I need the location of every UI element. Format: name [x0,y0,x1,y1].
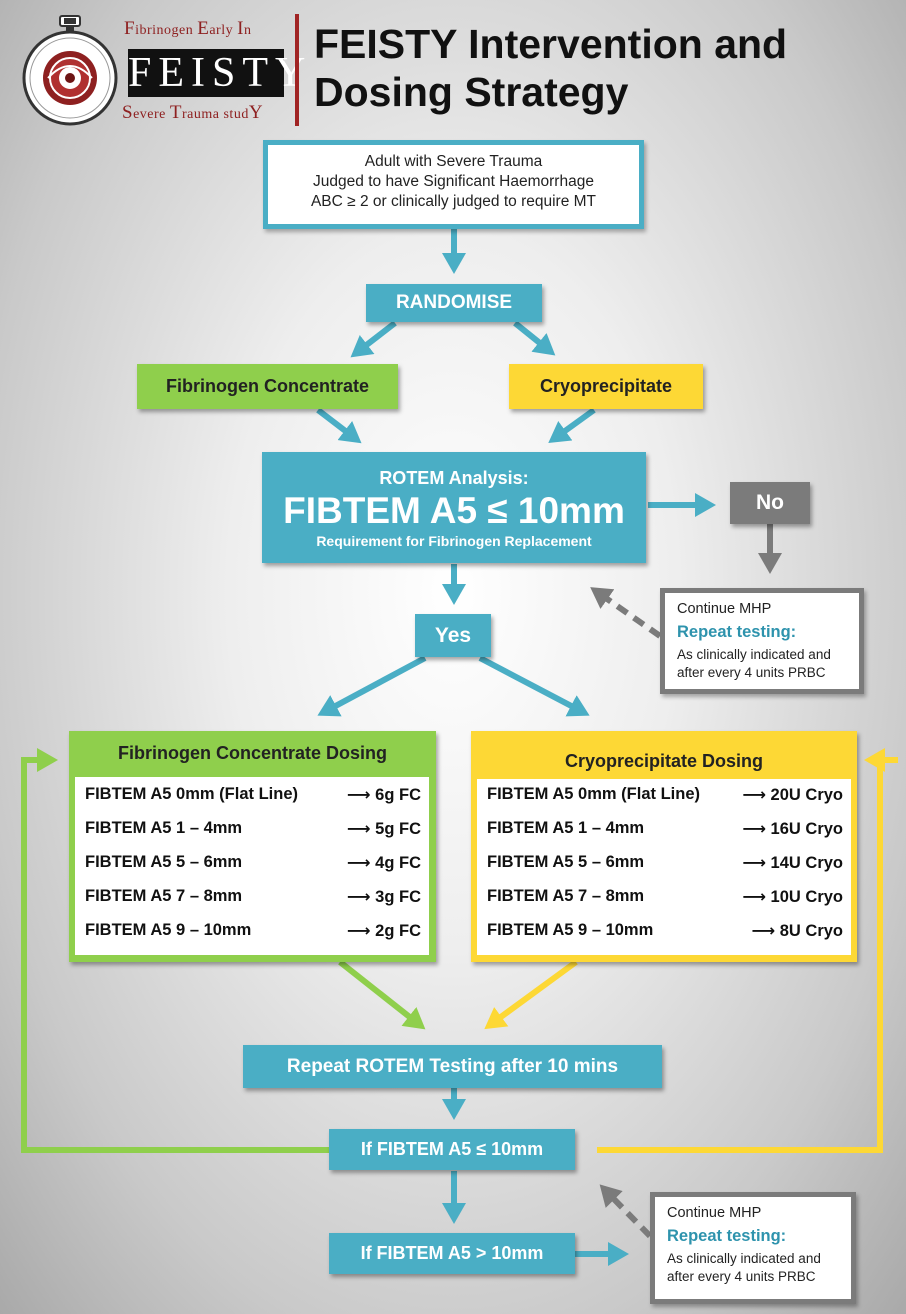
mhp-indication: As clinically indicated and after every 4… [677,646,859,682]
dose-row: FIBTEM A5 1 – 4mm ⟶ 16U Cryo [477,813,851,846]
if-fibtem-gt-10-box: If FIBTEM A5 > 10mm [329,1233,575,1274]
dose-row: FIBTEM A5 1 – 4mm ⟶ 5g FC [75,813,429,846]
logo-cap: E [197,18,210,39]
dose-range: FIBTEM A5 1 – 4mm [487,819,645,837]
dose-range: FIBTEM A5 7 – 8mm [487,887,645,905]
arrow-mhp2-back [599,1184,653,1239]
start-box: Adult with Severe Trauma Judged to have … [263,140,644,229]
dose-range: FIBTEM A5 5 – 6mm [487,853,645,871]
dose-row: FIBTEM A5 9 – 10mm ⟶ 8U Cryo [477,915,851,948]
logo-cap: F [124,18,136,39]
dose-row: FIBTEM A5 9 – 10mm ⟶ 2g FC [75,915,429,948]
logo-cap: T [169,102,182,123]
start-line-1: Adult with Severe Trauma [364,153,543,170]
dose-amount: ⟶ 16U Cryo [742,820,843,838]
feisty-logo: Fibrinogen Early In FEISTY Severe Trauma… [118,14,313,126]
rotem-heading: ROTEM Analysis: [379,468,529,488]
mhp-indication-line-1: As clinically indicated and [667,1251,821,1266]
dose-range: FIBTEM A5 5 – 6mm [85,853,243,871]
fc-dosing-title: Fibrinogen Concentrate Dosing [117,742,387,763]
mhp-continue: Continue MHP [677,601,772,617]
dose-row: FIBTEM A5 7 – 8mm ⟶ 3g FC [75,881,429,914]
logo-text: evere [133,107,170,122]
arrow-randomise-to-cryo [513,320,556,356]
title-line-1: FEISTY Intervention and [314,21,788,67]
dose-range: FIBTEM A5 9 – 10mm [487,921,654,939]
arrow-cryo-to-rotem [548,407,596,444]
repeat-rotem-box: Repeat ROTEM Testing after 10 mins [243,1045,662,1088]
continue-mhp-box-1: Continue MHP Repeat testing: As clinical… [660,588,864,694]
fc-dosing-box: Fibrinogen Concentrate Dosing FIBTEM A5 … [69,731,436,962]
dose-amount: ⟶ 10U Cryo [742,888,843,906]
dose-range: FIBTEM A5 9 – 10mm [85,921,252,939]
dose-row: FIBTEM A5 0mm (Flat Line) ⟶ 20U Cryo [477,779,851,812]
logo-line-fibrinogen-early-in: Fibrinogen Early In [124,18,251,40]
dose-range: FIBTEM A5 1 – 4mm [85,819,243,837]
cryo-dosing-box: Cryoprecipitate Dosing FIBTEM A5 0mm (Fl… [471,731,857,962]
continue-mhp-box-2: Continue MHP Repeat testing: As clinical… [650,1192,856,1304]
dose-amount: ⟶ 8U Cryo [751,922,843,940]
logo-cap: Y [248,102,264,123]
cryo-dosing-table: FIBTEM A5 0mm (Flat Line) ⟶ 20U Cryo FIBT… [477,779,851,955]
title-divider [295,14,299,126]
logo-text: n [243,23,252,38]
dose-range: FIBTEM A5 7 – 8mm [85,887,243,905]
dose-amount: ⟶ 20U Cryo [742,786,843,804]
logo-cap: S [122,102,134,123]
dose-amount: ⟶ 5g FC [346,820,421,838]
mhp-repeat-testing: Repeat testing: [677,623,797,641]
dose-amount: ⟶ 14U Cryo [742,854,843,872]
page-title: FEISTY Intervention and Dosing Strategy [314,20,874,116]
dose-amount: ⟶ 2g FC [346,922,421,940]
fc-dosing-table: FIBTEM A5 0mm (Flat Line) ⟶ 6g FC FIBTEM … [75,777,429,955]
logo-wordmark: FEISTY [128,49,313,97]
arm-cryoprecipitate: Cryoprecipitate [509,364,703,409]
title-line-2: Dosing Strategy [314,69,629,115]
arrow-mhp1-back [590,587,662,639]
no-decision: No [730,482,810,524]
if-fibtem-le-10-box: If FIBTEM A5 ≤ 10mm [329,1129,575,1170]
rotem-analysis-box: ROTEM Analysis: FIBTEM A5 ≤ 10mm Require… [262,452,646,563]
arrow-yes-to-fc-dosing [317,655,427,717]
mhp-indication-line-2: after every 4 units PRBC [677,665,826,680]
dose-range: FIBTEM A5 0mm (Flat Line) [85,785,298,803]
dose-amount: ⟶ 6g FC [346,786,421,804]
arm-fibrinogen-concentrate: Fibrinogen Concentrate [137,364,398,409]
arrow-yes-to-cryo-dosing [478,655,590,717]
arrow-randomise-to-fc [350,320,397,358]
dose-amount: ⟶ 4g FC [346,854,421,872]
arrow-cryo-to-repeat [484,959,578,1030]
logo-text: rauma stud [182,107,249,122]
dose-range: FIBTEM A5 0mm (Flat Line) [487,785,700,803]
arrow-fc-to-repeat [338,959,426,1030]
dose-row: FIBTEM A5 5 – 6mm ⟶ 14U Cryo [477,847,851,880]
randomise-box: RANDOMISE [366,284,542,322]
dose-row: FIBTEM A5 0mm (Flat Line) ⟶ 6g FC [75,779,429,812]
mhp-indication-line-2: after every 4 units PRBC [667,1269,816,1284]
dose-row: FIBTEM A5 7 – 8mm ⟶ 10U Cryo [477,881,851,914]
mhp-indication: As clinically indicated and after every 4… [667,1250,851,1286]
loop-green [21,748,329,1153]
logo-line-severe-trauma-study: Severe Trauma studY [122,102,263,124]
mhp-indication-line-1: As clinically indicated and [677,647,831,662]
cryo-dosing-title: Cryoprecipitate Dosing [564,750,764,771]
mhp-continue: Continue MHP [667,1205,762,1221]
stopwatch-seal-logo [22,15,118,126]
mhp-repeat-testing: Repeat testing: [667,1227,787,1245]
dose-row: FIBTEM A5 5 – 6mm ⟶ 4g FC [75,847,429,880]
start-line-2: Judged to have Significant Haemorrhage [313,173,594,190]
start-line-3: ABC ≥ 2 or clinically judged to require … [310,193,597,210]
logo-text: arly [209,23,238,38]
arrow-fc-to-rotem [316,407,362,444]
yes-decision: Yes [415,614,491,657]
dose-amount: ⟶ 3g FC [346,888,421,906]
logo-text: ibrinogen [135,23,198,38]
rotem-subtitle: Requirement for Fibrinogen Replacement [316,533,592,549]
rotem-threshold: FIBTEM A5 ≤ 10mm [283,490,625,531]
logo-cap: I [237,18,244,39]
